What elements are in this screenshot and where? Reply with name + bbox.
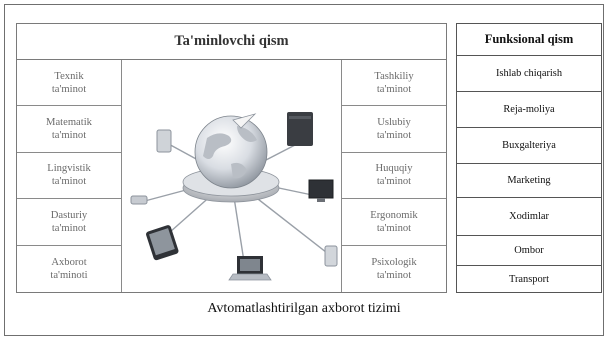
functional-item-buxgalteriya: Buxgalteriya <box>457 128 601 164</box>
network-illustration <box>121 60 342 292</box>
functional-part-panel: Funksional qism Ishlab chiqarish Reja-mo… <box>456 23 602 293</box>
diagram-caption: Avtomatlashtirilgan axborot tizimi <box>207 301 401 316</box>
functional-item-reja-moliya: Reja-moliya <box>457 92 601 128</box>
functional-item-ombor: Ombor <box>457 236 601 266</box>
network-globe-icon <box>130 112 338 281</box>
functional-item-transport: Transport <box>508 273 550 285</box>
functional-part-title: Funksional qism <box>457 24 601 56</box>
functional-item-xodimlar: Xodimlar <box>457 198 601 236</box>
functional-item-marketing: Marketing <box>457 164 601 198</box>
supporting-part-title: Ta'minlovchi qism <box>17 24 446 60</box>
functional-item-ishlab-chiqarish: Ishlab chiqarish <box>457 56 601 92</box>
